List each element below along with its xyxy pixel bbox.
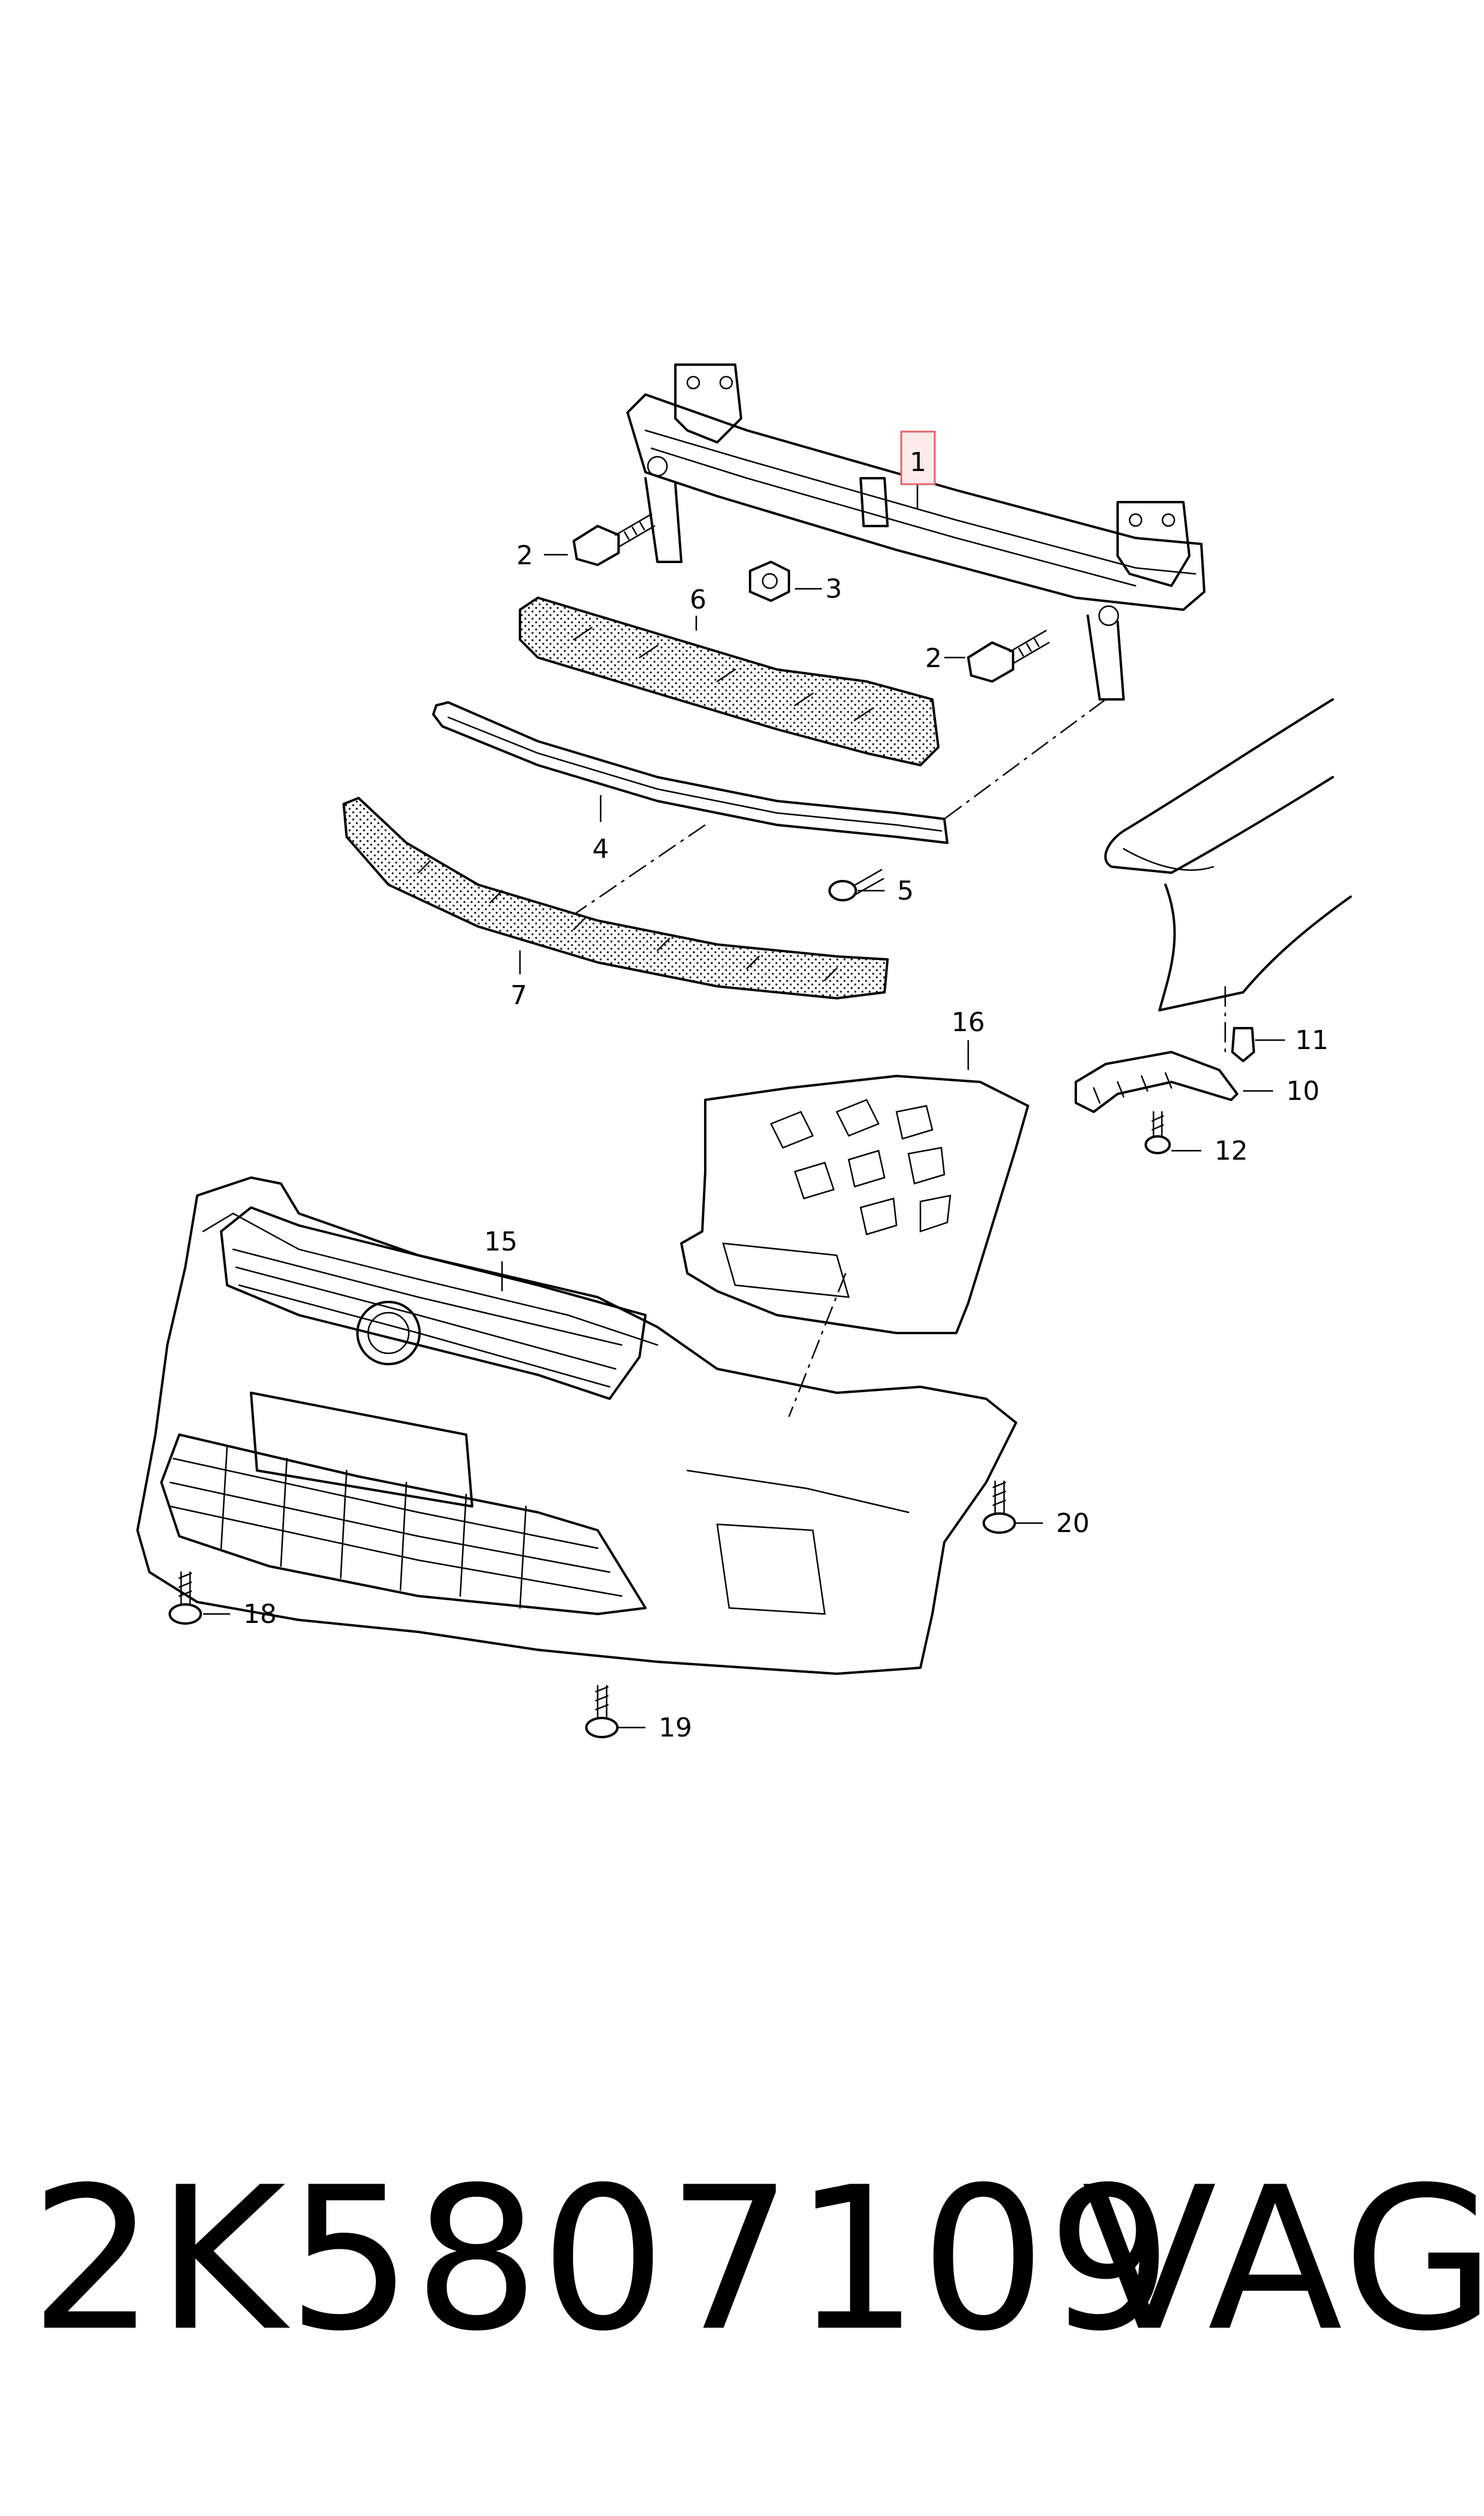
callout-3: 3 [825,574,842,604]
callout-labels: 1 2 2 3 4 5 6 7 10 11 12 15 16 18 19 20 [243,430,1329,1743]
part-6-energy-absorber [519,597,940,766]
part-16-side-bracket [680,1075,1029,1334]
part-12-screw [1145,1111,1171,1154]
part-7-impact-absorber [342,797,889,999]
part-2-bolt-left [573,513,656,566]
part-number-footer: 2K5807109 VAG [0,2140,1484,2379]
part-4-guide-strip [432,701,948,844]
callout-1: 1 [910,447,926,478]
part-19-screw [585,1685,619,1738]
callout-2-left: 2 [516,540,533,571]
assembly-lines [573,698,1226,1417]
part-1-reinforcement-beam [626,363,1205,701]
part-11-clip [1231,1027,1255,1062]
callout-12: 12 [1214,1136,1248,1166]
callout-15: 15 [484,1227,518,1257]
part-2-bolt-right [967,629,1050,683]
callout-2-right: 2 [925,643,942,674]
part-18-screw [169,1571,202,1625]
part-5-screw [828,869,885,901]
part-3-nut [749,561,790,602]
callout-20: 20 [1056,1508,1090,1539]
callout-6: 6 [690,585,706,615]
part-15-bumper-cover [136,1176,1017,1675]
callout-1-highlight [900,430,936,485]
part-20-screw [983,1480,1016,1534]
callout-4: 4 [592,834,609,864]
callout-7: 7 [510,980,527,1011]
callout-5: 5 [897,876,914,906]
fender-outline [1104,698,1352,1011]
callout-18: 18 [243,1599,277,1630]
leader-lines [203,484,1285,1729]
part-10-side-guide [1075,1051,1238,1113]
exploded-parts-diagram: 1 2 2 3 4 5 6 7 10 11 12 15 16 18 19 20 [136,363,1352,1743]
callout-10: 10 [1286,1076,1320,1106]
callout-19: 19 [659,1713,692,1743]
part-number: 2K5807109 [30,2145,1174,2374]
callout-16: 16 [951,1007,985,1038]
brand-label: VAG [1082,2145,1484,2374]
callout-11: 11 [1295,1025,1329,1056]
